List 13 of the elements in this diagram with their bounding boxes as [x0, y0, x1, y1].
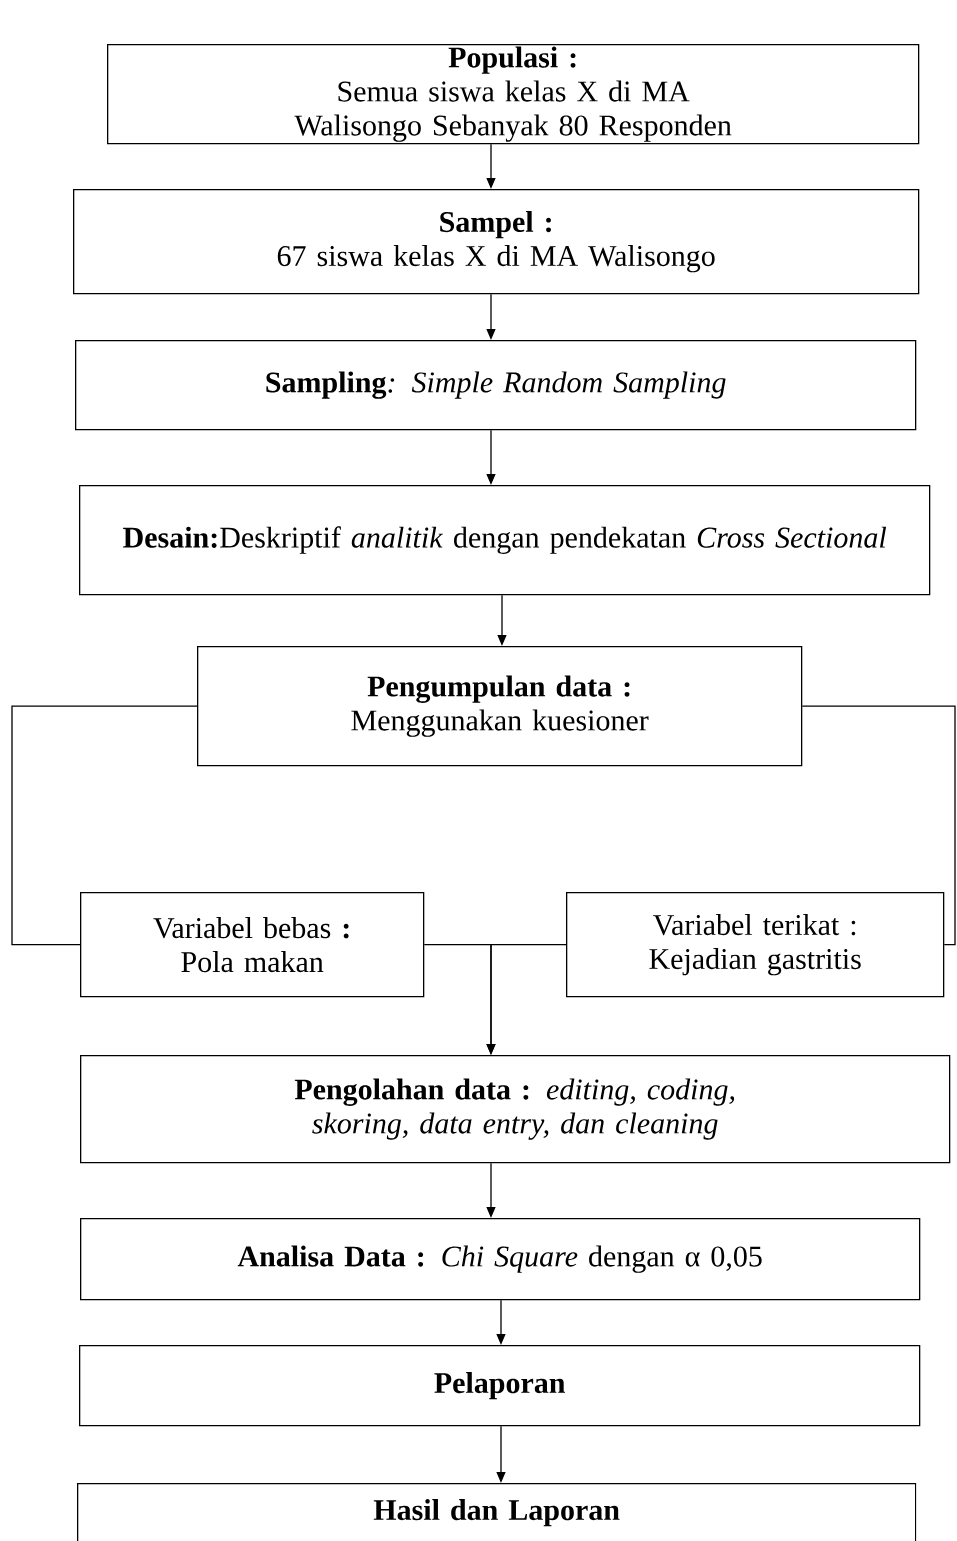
- process-box: Pengolahan data : editing, coding, skoring, data entry, dan cleaning: [80, 1055, 951, 1164]
- process-box: Sampling: Simple Random Sampling: [75, 340, 917, 431]
- process-box: Pelaporan: [79, 1345, 921, 1427]
- process-box: Sampel : 67 siswa kelas X di MA Walisongo: [73, 189, 920, 295]
- process-box: Analisa Data : Chi Square dengan α 0,05: [80, 1218, 921, 1301]
- process-box: Pengumpulan data : Menggunakan kuesioner: [197, 646, 803, 767]
- variable-box: Variabel bebas : Pola makan: [80, 892, 425, 998]
- connector-line: [801, 705, 956, 946]
- process-box: Hasil dan Laporan: [77, 1483, 917, 1541]
- process-box: Populasi : Semua siswa kelas X di MA Walisongo Sebanyak 80 Responden: [107, 44, 920, 145]
- connector-line: [11, 705, 198, 946]
- process-box: Desain:Deskriptif analitik dengan pendekatan Cross Sectional: [79, 485, 931, 596]
- variable-box: Variabel terikat : Kejadian gastritis: [566, 892, 945, 998]
